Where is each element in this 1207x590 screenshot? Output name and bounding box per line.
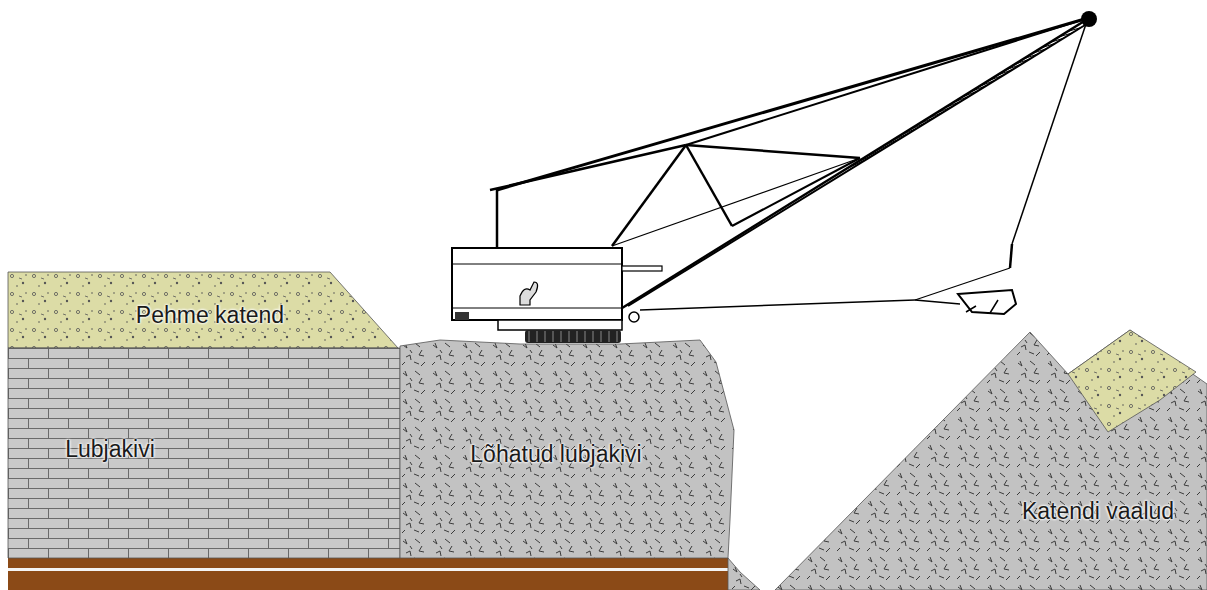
region-fill: [8, 348, 400, 558]
region-label: Pehme katend: [136, 303, 284, 328]
region-fill: [1068, 330, 1196, 432]
region-label: Lubjakivi: [65, 437, 155, 462]
blasted-limestone-pile: Lõhatud lubjakivi: [400, 340, 760, 590]
region-fill: [400, 340, 760, 590]
region-label: Katendi vaalud: [1022, 499, 1174, 524]
region-fill: [775, 330, 1207, 590]
soft-overburden-layer: Pehme katend: [8, 272, 398, 348]
region-shape: [775, 330, 1207, 590]
region-label: Lõhatud lubjakivi: [470, 442, 641, 467]
overburden-spoil-pile: Katendi vaalud: [775, 330, 1207, 590]
limestone-layer: Lubjakivi: [8, 348, 400, 558]
region-fill: [8, 272, 398, 348]
